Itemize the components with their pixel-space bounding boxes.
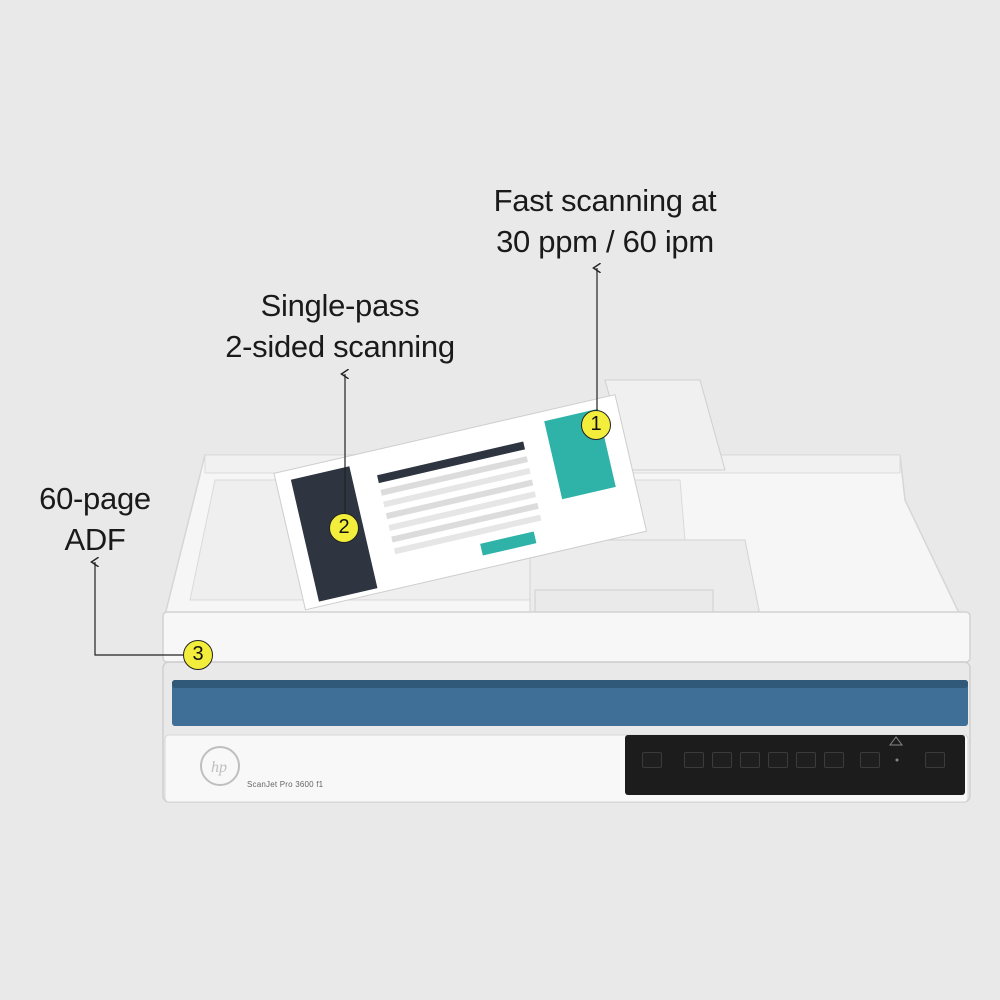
email-button[interactable] xyxy=(768,752,788,768)
hp-logo xyxy=(200,746,240,786)
badge-1: 1 xyxy=(581,410,611,440)
document-sheet xyxy=(273,394,648,611)
jpg-button[interactable] xyxy=(740,752,760,768)
callout-line: 60-page xyxy=(39,481,151,516)
copy-button[interactable] xyxy=(824,752,844,768)
callout-line: Single-pass xyxy=(260,288,420,323)
callout-fast-scanning: Fast scanning at 30 ppm / 60 ipm xyxy=(440,180,770,262)
callout-line: 30 ppm / 60 ipm xyxy=(496,224,714,259)
badge-3: 3 xyxy=(183,640,213,670)
callout-line: Fast scanning at xyxy=(493,183,717,218)
cancel-button[interactable] xyxy=(642,752,662,768)
model-label: ScanJet Pro 3600 f1 xyxy=(247,780,324,789)
power-button[interactable] xyxy=(925,752,945,768)
callout-line: 2-sided scanning xyxy=(225,329,455,364)
menu-button[interactable] xyxy=(684,752,704,768)
svg-text:hp: hp xyxy=(211,759,227,776)
callout-line: ADF xyxy=(64,522,126,557)
pdf-button[interactable] xyxy=(712,752,732,768)
control-panel xyxy=(625,735,965,795)
cloud-button[interactable] xyxy=(796,752,816,768)
callout-single-pass: Single-pass 2-sided scanning xyxy=(180,285,500,367)
scan-button[interactable] xyxy=(860,752,880,768)
badge-2: 2 xyxy=(329,513,359,543)
callout-adf: 60-page ADF xyxy=(10,478,180,560)
